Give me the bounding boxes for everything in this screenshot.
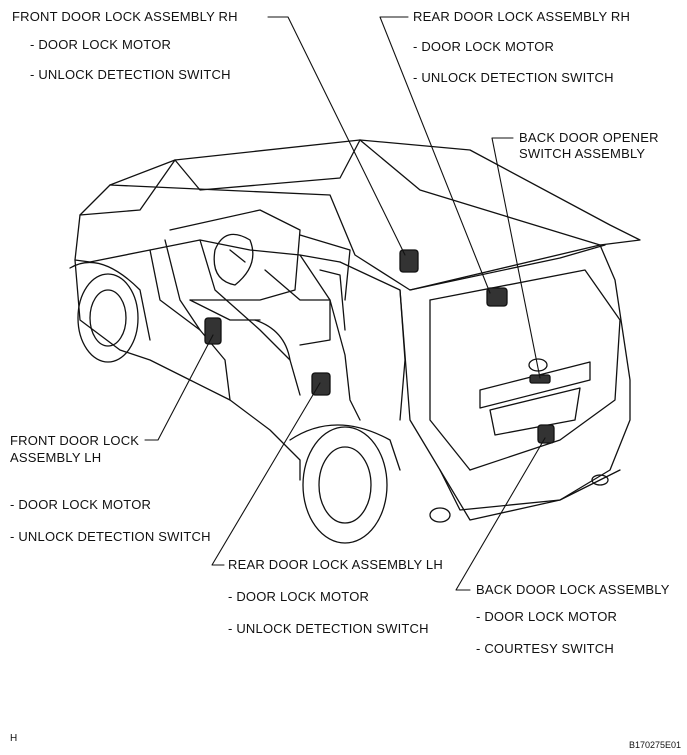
front-left-wheel (77, 273, 139, 363)
rear-lh-item-1: - DOOR LOCK MOTOR (228, 589, 370, 604)
corner-letter: H (10, 733, 18, 744)
front-lh-title-1: FRONT DOOR LOCK (10, 433, 140, 448)
front-lh-lock (204, 317, 222, 345)
front-lh-item-1: - DOOR LOCK MOTOR (10, 497, 152, 512)
leader-rear-rh (379, 16, 491, 294)
back-door-lock (537, 424, 555, 444)
leader-back-door (455, 437, 546, 591)
rear-rh-item-2: - UNLOCK DETECTION SWITCH (413, 70, 614, 85)
back-opener-title-1: BACK DOOR OPENER (519, 130, 659, 145)
leader-front-lh (144, 334, 214, 441)
rear-door-opening (299, 254, 361, 421)
front-rh-lock (399, 249, 419, 273)
back-door-title: BACK DOOR LOCK ASSEMBLY (476, 582, 670, 597)
back-door-item-2: - COURTESY SWITCH (476, 641, 614, 656)
roof-outline (109, 139, 641, 291)
rear-rh-lock (486, 287, 508, 307)
leader-rear-lh (211, 382, 321, 566)
rear-emblem (528, 358, 548, 372)
front-rh-item-2: - UNLOCK DETECTION SWITCH (30, 67, 231, 82)
front-rh-title: FRONT DOOR LOCK ASSEMBLY RH (12, 9, 238, 24)
rear-left-wheel (302, 426, 388, 544)
back-opener-title-2: SWITCH ASSEMBLY (519, 146, 646, 161)
front-lh-title-2: ASSEMBLY LH (10, 450, 102, 465)
back-opener-switch (529, 374, 551, 384)
leader-back-opener (491, 137, 541, 379)
front-lh-item-2: - UNLOCK DETECTION SWITCH (10, 529, 211, 544)
front-rh-item-1: - DOOR LOCK MOTOR (30, 37, 172, 52)
rear-lh-title: REAR DOOR LOCK ASSEMBLY LH (228, 557, 443, 572)
rear-body (399, 244, 631, 521)
back-door-item-1: - DOOR LOCK MOTOR (476, 609, 618, 624)
rear-lh-item-2: - UNLOCK DETECTION SWITCH (228, 621, 429, 636)
steering-wheel (213, 233, 254, 286)
rear-rh-item-1: - DOOR LOCK MOTOR (413, 39, 555, 54)
back-door-panel (429, 269, 621, 471)
figure-id: B170275E01 (628, 740, 681, 750)
rear-rh-title: REAR DOOR LOCK ASSEMBLY RH (413, 9, 631, 24)
leader-front-rh (267, 16, 406, 256)
